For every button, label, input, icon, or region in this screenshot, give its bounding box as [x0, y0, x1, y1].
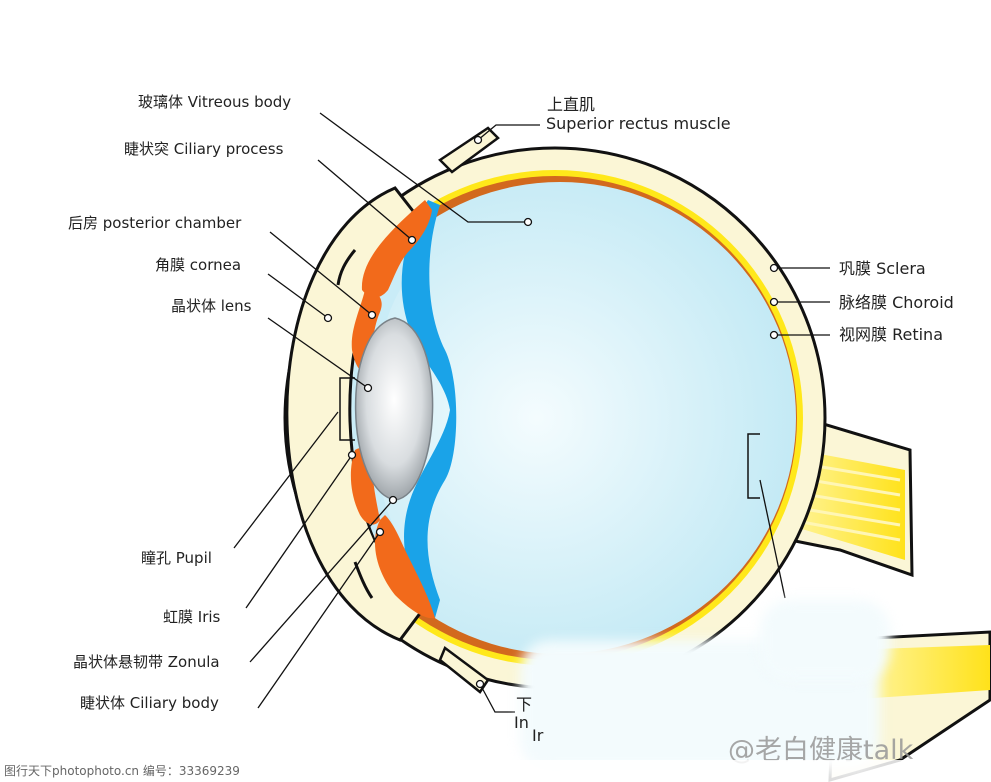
- leader-lines: [233, 112, 830, 713]
- label-inferior-rectus-en-1: In: [514, 713, 529, 732]
- label-ciliary-process: 睫状突 Ciliary process: [124, 140, 284, 158]
- label-inferior-rectus-cn: 下: [516, 695, 533, 714]
- optic-disc-bracket: [747, 433, 760, 499]
- ciliary-body-lower: [375, 515, 435, 619]
- inferior-rectus-muscle: [438, 646, 490, 694]
- label-choroid: 脉络膜 Choroid: [839, 293, 954, 312]
- lens: [354, 317, 434, 501]
- label-retina: 视网膜 Retina: [839, 325, 943, 344]
- leader-endpoints: [323, 135, 779, 689]
- label-inferior-rectus-en-2: Ir: [532, 726, 544, 745]
- footer-bar: [0, 760, 991, 782]
- iris-upper: [351, 290, 382, 372]
- label-iris: 虹膜 Iris: [163, 608, 221, 626]
- label-superior-rectus-cn: 上直肌: [547, 95, 596, 114]
- superior-rectus-muscle: [438, 126, 500, 174]
- label-superior-rectus-en: Superior rectus muscle: [546, 114, 731, 133]
- pupil-bracket: [339, 377, 355, 441]
- label-ciliary-body: 睫状体 Ciliary body: [80, 694, 219, 712]
- aqueous-humor: [401, 200, 457, 618]
- label-cornea: 角膜 cornea: [155, 256, 242, 274]
- label-zonula: 晶状体悬韧带 Zonula: [73, 653, 220, 671]
- vitreous-body: [324, 182, 796, 654]
- eyelid-upper: [336, 249, 357, 286]
- footer-watermark: 图行天下photophoto.cn 编号：33369239: [4, 764, 240, 778]
- label-lens: 晶状体 lens: [171, 297, 252, 315]
- label-pupil: 瞳孔 Pupil: [141, 549, 212, 567]
- label-sclera: 巩膜 Sclera: [839, 259, 926, 278]
- label-posterior-chamber: 后房 posterior chamber: [68, 214, 242, 232]
- iris-lower: [350, 448, 380, 525]
- ciliary-body-upper: [361, 200, 432, 298]
- label-vitreous-body: 玻璃体 Vitreous body: [138, 93, 292, 111]
- blur-overlay-right: [760, 600, 890, 680]
